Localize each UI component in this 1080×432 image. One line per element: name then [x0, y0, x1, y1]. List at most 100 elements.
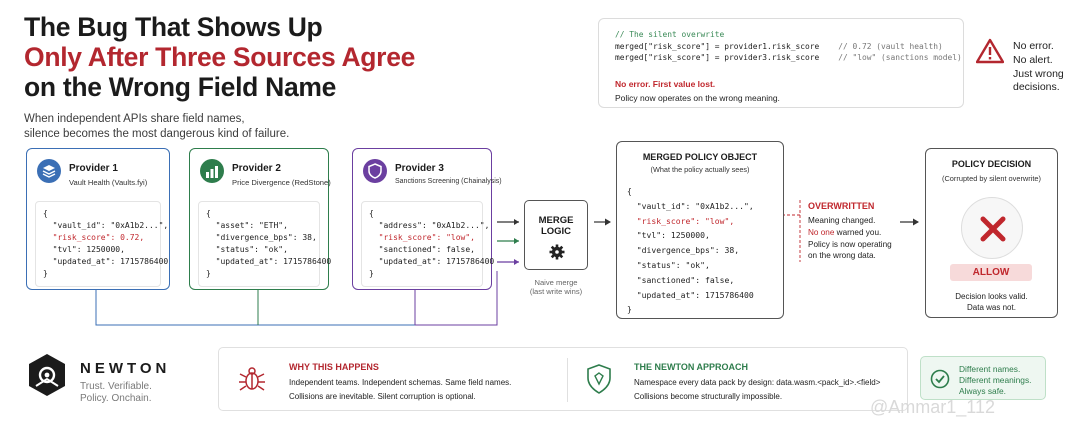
safe-line: Always safe. — [959, 386, 1007, 396]
json-line: } — [43, 269, 48, 278]
provider-card-1: Provider 1 Vault Health (Vaults.fyi) { "… — [26, 148, 170, 290]
json-line: "updated_at": 1715786400 — [52, 257, 169, 266]
json-line: "status": "ok", — [215, 245, 288, 254]
side-alert-line: No alert. — [1013, 53, 1053, 66]
json-line: "asset": "ETH", — [215, 221, 288, 230]
subtitle-line-2: silence becomes the most dangerous kind … — [24, 127, 290, 140]
json-line: "risk_score": "low", — [378, 233, 475, 242]
json-line: "vault_id": "0xA1b2...", — [636, 200, 754, 211]
json-line: "address": "0xA1b2...", — [378, 221, 490, 230]
merge-label-line: MERGE — [538, 215, 574, 226]
warning-icon — [976, 38, 1004, 64]
logo-wordmark: NEWTON — [80, 360, 171, 377]
shield-check-icon — [587, 364, 611, 394]
json-line: "divergence_bps": 38, — [636, 245, 740, 256]
merge-logic-box: MERGE LOGIC — [524, 200, 588, 270]
provider-source: Vault Health (Vaults.fyi) — [69, 178, 148, 187]
why-title: WHY THIS HAPPENS — [289, 362, 379, 372]
layers-icon — [37, 159, 61, 183]
newton-logo-icon — [29, 354, 65, 396]
code-line-2: merged["risk_score"] = provider3.risk_sc… — [615, 53, 820, 62]
json-line: "risk_score": 0.72, — [52, 233, 145, 242]
bar-chart-icon — [200, 159, 224, 183]
merge-label: MERGE LOGIC — [525, 215, 587, 237]
overwritten-line: Policy is now operating — [808, 239, 892, 249]
subtitle: When independent APIs share field names,… — [24, 112, 444, 141]
panel-divider — [567, 358, 568, 402]
silent-overwrite-box: // The silent overwrite merged["risk_sco… — [598, 18, 964, 108]
side-alert-text: No error. No alert. Just wrong decisions… — [1013, 40, 1064, 95]
title-line-3: on the Wrong Field Name — [24, 72, 337, 102]
approach-title: THE NEWTON APPROACH — [634, 362, 749, 372]
allow-badge: ALLOW — [950, 264, 1032, 281]
logo-tagline: Trust. Verifiable. Policy. Onchain. — [80, 381, 152, 405]
json-line: } — [627, 304, 632, 315]
json-line: "updated_at": 1715786400 — [215, 257, 332, 266]
code-line-2-comment: // "low" (sanctions model) — [838, 53, 962, 62]
side-alert-line: decisions. — [1013, 81, 1060, 94]
gear-icon — [549, 244, 565, 260]
overwritten-text: Meaning changed. No one warned you. Poli… — [808, 215, 908, 262]
merged-policy-object: MERGED POLICY OBJECT (What the policy ac… — [616, 141, 784, 319]
code-line-1: merged["risk_score"] = provider1.risk_sc… — [615, 41, 820, 51]
overwritten-title: OVERWRITTEN — [808, 201, 875, 211]
policy-text: Policy now operates on the wrong meaning… — [615, 93, 780, 103]
side-alert-line: No error. — [1013, 40, 1054, 52]
safe-line: Different names. — [959, 364, 1021, 374]
merged-json: { "vault_id": "0xA1b2...", "risk_score":… — [627, 184, 754, 317]
code-line-1-comment: // 0.72 (vault health) — [838, 41, 943, 51]
json-line: "risk_score": "low", — [636, 215, 735, 226]
decision-caption: Decision looks valid. Data was not. — [926, 291, 1057, 313]
merge-caption-line: (last write wins) — [529, 287, 583, 296]
why-approach-panel: WHY THIS HAPPENS Independent teams. Inde… — [218, 347, 908, 411]
overwritten-emphasis: No one — [808, 227, 835, 237]
provider-name: Provider 3 — [395, 163, 444, 174]
decision-subtitle: (Corrupted by silent overwrite) — [942, 174, 1041, 183]
provider-card-2: Provider 2 Price Divergence (RedStone) {… — [189, 148, 332, 290]
logo-tagline-line: Trust. Verifiable. — [80, 381, 152, 392]
json-line: "updated_at": 1715786400 — [636, 289, 754, 300]
subtitle-line-1: When independent APIs share field names, — [24, 113, 245, 125]
title-line-1: The Bug That Shows Up — [24, 12, 323, 42]
safe-callout: Different names. Different meanings. Alw… — [920, 356, 1046, 400]
overwrite-code: // The silent overwrite merged["risk_sco… — [615, 29, 962, 64]
watermark: @Ammar1_112 — [870, 397, 995, 417]
decision-caption-line: Decision looks valid. — [955, 292, 1028, 301]
provider-card-3: Provider 3 Sanctions Screening (Chainaly… — [352, 148, 502, 290]
overwritten-line: Meaning changed. — [808, 216, 876, 225]
merged-title: MERGED POLICY OBJECT — [642, 152, 758, 162]
page-title: The Bug That Shows Up Only After Three S… — [24, 12, 494, 102]
provider-name: Provider 2 — [232, 163, 281, 174]
json-line: "updated_at": 1715786400 — [378, 257, 495, 266]
provider-source: Price Divergence (RedStone) — [232, 178, 331, 187]
shield-icon — [363, 159, 387, 183]
merge-label-line: LOGIC — [540, 226, 572, 237]
approach-text: Namespace every data pack by design: dat… — [634, 376, 924, 404]
json-line: { — [43, 209, 48, 218]
error-text: No error. First value lost. — [615, 79, 716, 89]
why-text: Independent teams. Independent schemas. … — [289, 376, 569, 404]
logo-tagline-line: Policy. Onchain. — [80, 393, 152, 404]
safe-line: Different meanings. — [959, 375, 1032, 385]
json-line: "tvl": 1250000, — [52, 245, 125, 254]
json-line: "divergence_bps": 38, — [215, 233, 317, 242]
json-line: "tvl": 1250000, — [636, 230, 710, 241]
json-line: { — [627, 186, 632, 196]
merge-caption-line: Naive merge — [534, 278, 578, 287]
check-circle-icon — [930, 369, 950, 389]
approach-line: Namespace every data pack by design: dat… — [634, 378, 881, 387]
why-line: Independent teams. Independent schemas. … — [289, 378, 512, 387]
provider-name: Provider 1 — [69, 163, 118, 174]
provider-json: { "vault_id": "0xA1b2...", "risk_score":… — [35, 201, 168, 287]
policy-decision-box: POLICY DECISION (Corrupted by silent ove… — [925, 148, 1058, 318]
code-comment: // The silent overwrite — [615, 30, 725, 39]
provider-json: { "address": "0xA1b2...", "risk_score": … — [361, 201, 494, 287]
json-line: "status": "ok", — [636, 259, 710, 270]
json-line: { — [206, 209, 211, 218]
overwritten-line: on the wrong data. — [808, 251, 876, 261]
x-mark-icon — [961, 197, 1023, 259]
json-line: { — [369, 209, 374, 218]
approach-line: Collisions become structurally impossibl… — [634, 392, 783, 401]
json-line: "sanctioned": false, — [636, 274, 735, 285]
json-line: "sanctioned": false, — [378, 245, 475, 254]
